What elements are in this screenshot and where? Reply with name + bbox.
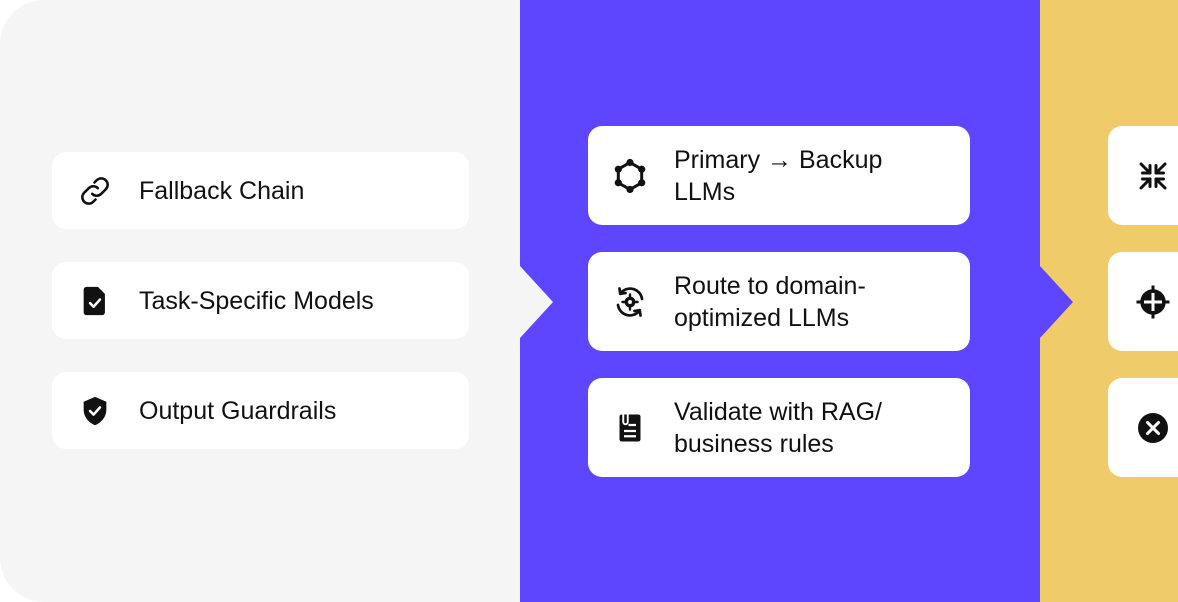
card-output-guardrails: Output Guardrails	[52, 372, 469, 449]
close-circle-icon	[1135, 410, 1171, 446]
card-fallback-chain: Fallback Chain	[52, 152, 469, 229]
card-validate-rag: Validate with RAG/ business rules	[588, 378, 970, 477]
card-label: Fallback Chain	[139, 176, 305, 205]
refresh-gear-icon	[612, 284, 648, 320]
flow-arrow-1	[520, 266, 553, 338]
shield-check-icon	[78, 394, 112, 428]
card-primary-backup: Primary → Backup LLMs	[588, 126, 970, 225]
card-route-domain: Route to domain-optimized LLMs	[588, 252, 970, 351]
card-label: Route to domain-optimized LLMs	[674, 271, 866, 332]
collapse-arrows-icon	[1135, 158, 1171, 194]
card-outcome-1	[1108, 126, 1178, 225]
card-label: Task-Specific Models	[139, 286, 374, 315]
card-task-specific-models: Task-Specific Models	[52, 262, 469, 339]
card-outcome-3	[1108, 378, 1178, 477]
card-label: Validate with RAG/ business rules	[674, 397, 882, 458]
card-label: Output Guardrails	[139, 396, 337, 425]
crosshair-icon	[1135, 284, 1171, 320]
network-icon	[612, 158, 648, 194]
document-check-icon	[78, 284, 112, 318]
card-label: Primary → Backup LLMs	[674, 145, 883, 206]
flow-arrow-2	[1040, 266, 1073, 338]
card-outcome-2	[1108, 252, 1178, 351]
clipboard-attachment-icon	[612, 410, 648, 446]
link-icon	[78, 174, 112, 208]
